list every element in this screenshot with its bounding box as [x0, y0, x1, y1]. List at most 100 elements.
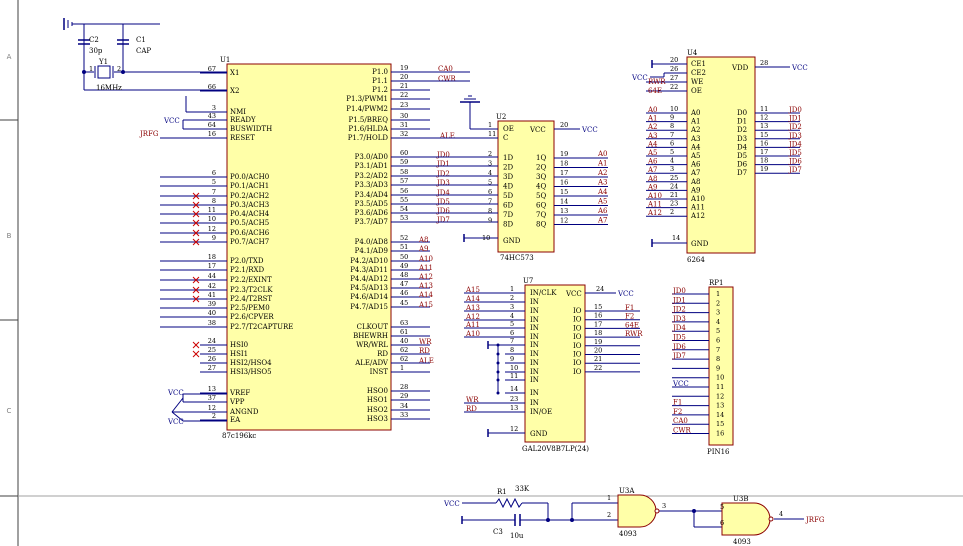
u2-pin-number: 3	[488, 160, 492, 168]
u2-pin-label: 4Q	[536, 183, 546, 191]
u1-pin-number: 52	[400, 234, 408, 242]
u7-pin-number: 1	[510, 285, 514, 293]
rp1-pin-number: 8	[716, 355, 720, 363]
u1-pin-number: 16	[208, 130, 216, 138]
u4-pin-number: 6	[670, 139, 674, 147]
no-connect-marker	[192, 238, 200, 246]
u1-pin-number: 25	[208, 346, 216, 354]
rp1-pin-number: 2	[716, 299, 720, 307]
net-label: JD7	[672, 352, 686, 360]
u2-pin-number: 6	[488, 188, 492, 196]
u4-pin-label: A5	[690, 152, 701, 160]
u1-pin-label: P3.0/AD0	[355, 153, 388, 161]
nand-gate-u3b[interactable]	[721, 502, 774, 536]
u1-pin-number: 50	[400, 253, 408, 261]
u1-pin-label: P0.6/ACH6	[230, 229, 270, 237]
u4-ref: U4	[687, 49, 698, 57]
u7-body[interactable]	[524, 284, 586, 443]
u1-pin-label: P4.3/AD11	[350, 266, 388, 274]
u1-pin-number: 61	[400, 328, 408, 336]
u1-pin-number: 42	[208, 282, 216, 290]
u2-pin-label: 6Q	[536, 202, 546, 210]
u1-pin-label: P4.0/AD8	[355, 238, 388, 246]
u1-pin-label: P2.7/T2CAPTURE	[230, 323, 293, 331]
net-label: A15	[465, 286, 480, 294]
u4-pin-number: 2	[670, 208, 674, 216]
u4-pin-number: 3	[670, 165, 674, 173]
u4-pin-number: 16	[760, 139, 768, 147]
junction-dot	[496, 370, 500, 374]
net-label: A7	[647, 166, 658, 174]
net-label: VCC	[791, 64, 808, 72]
net-label: A8	[418, 236, 429, 244]
u2-pin-number: 11	[488, 130, 496, 138]
net-label: JD0	[672, 287, 686, 295]
u2-pin-number: 13	[560, 207, 568, 215]
rp1-pin-number: 3	[716, 309, 720, 317]
net-label: A0	[647, 106, 658, 114]
u1-pin-label: P1.3/PWM1	[346, 95, 388, 103]
u1-pin-number: 45	[400, 299, 408, 307]
u1-pin-label: RESET	[230, 134, 255, 142]
u1-pin-label: P4.2/AD10	[350, 257, 388, 265]
u2-pin-number: 18	[560, 160, 568, 168]
net-label: JD4	[672, 324, 686, 332]
net-label: A12	[465, 313, 480, 321]
net-label: A1	[597, 160, 608, 168]
u2-body[interactable]	[497, 120, 555, 253]
u4-pin-label: A9	[690, 186, 701, 194]
u7-pin-number: 20	[594, 347, 602, 355]
u7-pin-label: IN	[530, 307, 539, 315]
c1-ref: C1	[136, 36, 146, 44]
u4-pin-label: VDD	[731, 64, 749, 72]
u1-pin-number: 51	[400, 243, 408, 251]
u2-pin-label: 5D	[503, 192, 513, 200]
net-label: A3	[647, 132, 658, 140]
u1-pin-label: P2.0/TXD	[230, 257, 264, 265]
u4-pin-number: 21	[670, 191, 678, 199]
u7-pin-number: 5	[510, 320, 514, 328]
u1-pin-label: P1.4/PWM2	[346, 105, 388, 113]
u1-pin-label: P2.2/EXINT	[230, 276, 272, 284]
nand-gate-u3a[interactable]	[617, 494, 660, 528]
u1-pin-number: 19	[400, 64, 408, 72]
u7-pin-label: IN	[530, 359, 539, 367]
u2-ctrl-wiring	[391, 95, 580, 242]
u1-pin-number: 9	[212, 234, 216, 242]
u7-pin-number: 24	[596, 285, 604, 293]
u1-pin-number: 21	[400, 82, 408, 90]
u1-pin-number: 43	[208, 112, 216, 120]
net-label: WR	[419, 338, 432, 346]
rp1-body[interactable]	[708, 286, 734, 446]
net-label: A11	[647, 201, 662, 209]
u1-pin-number: 49	[400, 262, 408, 270]
net-label: RD	[466, 405, 477, 413]
u2-pin-number: 15	[560, 188, 568, 196]
u4-pin-label: D6	[737, 161, 748, 169]
u1-pin-number: 34	[400, 402, 408, 410]
u1-pin-label: HSO2	[367, 406, 388, 414]
u2-pin-label: 1Q	[536, 154, 546, 162]
y1-pin: 1	[89, 65, 93, 73]
u1-pin-number: 12	[208, 225, 216, 233]
net-label: CWR	[438, 75, 457, 83]
u2-pin-number: 9	[488, 217, 492, 225]
y1-value: 16MHz	[96, 84, 122, 92]
u4-pin-number: 27	[670, 74, 678, 82]
u7-pin-number: 2	[510, 294, 514, 302]
u4-pin-label: A3	[690, 135, 701, 143]
u7-pin-number: 21	[594, 355, 602, 363]
u4-body[interactable]	[686, 56, 756, 254]
u1-pin-number: 41	[208, 291, 216, 299]
net-label: A8	[647, 175, 658, 183]
junction-dot	[496, 343, 500, 347]
u1-body[interactable]	[226, 63, 392, 431]
u2-ref: U2	[496, 113, 506, 121]
u1-pin-number: 63	[400, 319, 408, 327]
u1-pin-number: 60	[400, 149, 408, 157]
u2-pin-number: 7	[488, 198, 492, 206]
net-label: JD0	[436, 151, 450, 159]
u1-pin-label: HSI2/HSO4	[230, 359, 272, 367]
net-label: JD7	[788, 166, 802, 174]
u2-pin-label: GND	[503, 237, 521, 245]
